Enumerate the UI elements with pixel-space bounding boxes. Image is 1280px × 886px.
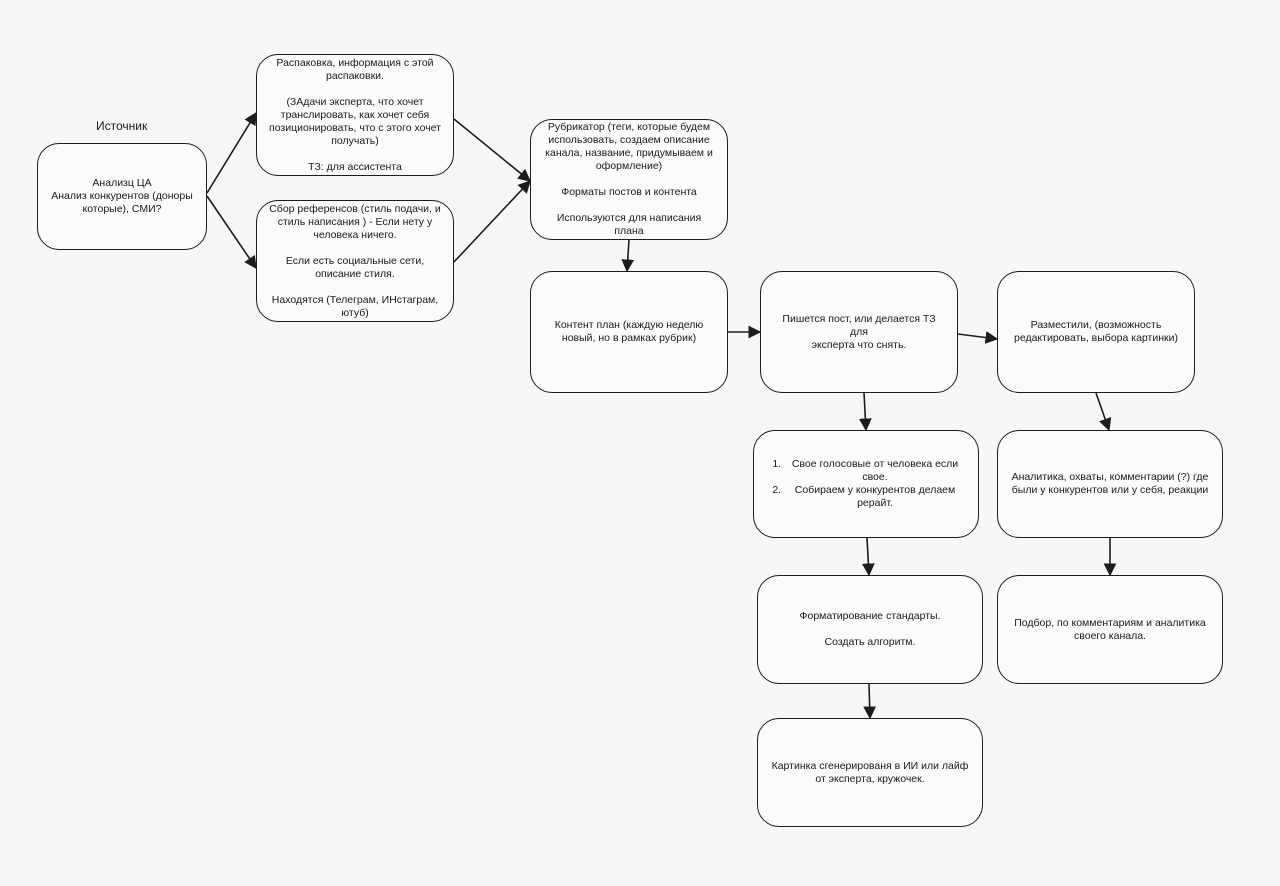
- arrow-source-to-refs: [206, 195, 257, 270]
- node-line: ТЗ: для ассистента: [308, 160, 402, 173]
- arrow-publish-to-analytic: [1095, 392, 1112, 432]
- node-line: Создать алгоритм.: [824, 636, 916, 648]
- arrow-rubric-to-plan: [621, 239, 635, 273]
- node-line: Форматы постов и контента: [561, 186, 697, 198]
- node-line: канала, название, придумываем и: [545, 147, 713, 159]
- arrow-post-to-voice: [858, 392, 872, 432]
- node-line: (ЗАдачи эксперта, что хочет: [286, 95, 424, 108]
- node-line: [269, 281, 441, 294]
- node-line: позиционировать, что с этого хочет: [269, 121, 441, 134]
- node-line: Подбор, по комментариям и аналитика: [1014, 616, 1206, 629]
- node-line: Анализ конкурентов (доноры: [51, 190, 193, 202]
- node-line: [269, 148, 441, 161]
- node-line: Если есть социальные сети,: [285, 254, 425, 267]
- node-line: Разместили, (возможность: [1030, 319, 1162, 331]
- node-line: были у конкурентов или у себя, реакции: [1011, 484, 1209, 496]
- node-line: Контент план (каждую неделю: [554, 319, 704, 331]
- node-line: Анализц ЦА: [92, 177, 152, 189]
- node-line: Форматирование стандарты.: [799, 610, 941, 622]
- arrow-post-to-publish: [957, 331, 999, 344]
- node-line: использовать, создаем описание: [548, 134, 710, 146]
- arrow-format-to-image: [863, 683, 877, 720]
- node-line: Рубрикатор (теги, которые будем: [547, 121, 711, 133]
- node-line: ютуб): [341, 306, 369, 319]
- node-line: Сбор референсов (стиль подачи, и: [269, 202, 441, 215]
- list-item: Собираем у конкурентов делаем рерайт.: [784, 484, 966, 510]
- node-formatting[interactable]: Форматирование стандарты. Создать алгорит…: [757, 575, 983, 684]
- node-line: [269, 83, 441, 96]
- node-line: транслировать, как хочет себя: [280, 108, 430, 121]
- node-line: распаковки.: [326, 69, 384, 82]
- node-line: Распаковка, информация с этой: [276, 56, 434, 69]
- node-line: [269, 242, 441, 255]
- node-voice-rewrite[interactable]: Свое голосовые от человека если свое. Со…: [753, 430, 979, 538]
- node-line: [800, 623, 941, 636]
- node-line: Аналитика, охваты, комментарии (?) где: [1011, 471, 1209, 483]
- node-line: получать): [331, 134, 379, 147]
- arrow-refs-to-rubric: [453, 180, 531, 263]
- node-line: которые), СМИ?: [82, 203, 162, 215]
- node-line: [543, 199, 715, 212]
- node-line: Используются для написания плана: [556, 212, 702, 237]
- node-line: от эксперта, кружочек.: [815, 772, 925, 785]
- node-line: оформление): [595, 160, 663, 172]
- node-line: редактировать, выбора картинки): [1014, 332, 1178, 344]
- node-line: Находятся (Телеграм, ИНстаграм,: [271, 293, 439, 306]
- arrow-voice-to-format: [861, 537, 875, 577]
- node-line: стиль написания ) - Если нету у: [277, 215, 433, 228]
- arrow-source-to-unpack: [206, 111, 257, 194]
- node-line: [543, 173, 715, 186]
- node-line: описание стиля.: [315, 267, 395, 280]
- node-line: Картинка сгенерированя в ИИ или лайф: [771, 759, 969, 772]
- node-line: эксперта что снять.: [811, 338, 907, 351]
- list-item: Свое голосовые от человека если свое.: [784, 458, 966, 484]
- node-text: Форматирование стандарты. Создать алгорит…: [800, 610, 941, 649]
- source-heading: Источник: [96, 119, 148, 133]
- arrow-unpack-to-rubric: [453, 118, 531, 182]
- node-numbered-list: Свое голосовые от человека если свое. Со…: [766, 458, 966, 510]
- node-line: своего канала.: [1074, 629, 1146, 642]
- node-line: Пишется пост, или делается ТЗ для: [782, 312, 936, 338]
- node-line: новый, но в рамках рубрик): [561, 332, 697, 344]
- node-line: человека ничего.: [313, 228, 397, 241]
